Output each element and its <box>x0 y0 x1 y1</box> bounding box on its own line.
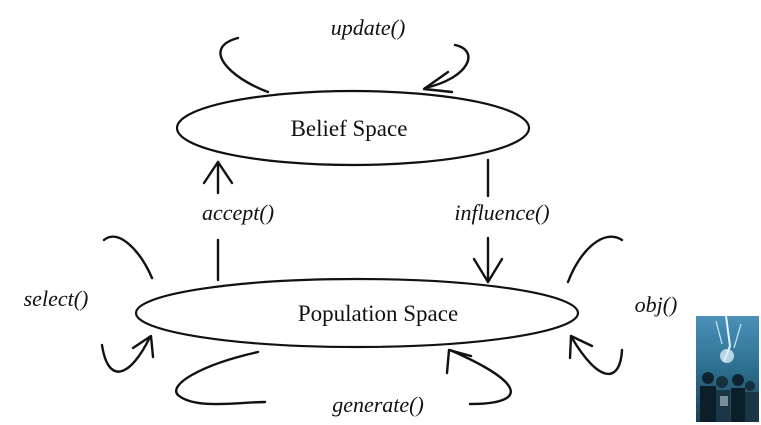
accept-edge: accept() <box>202 160 274 282</box>
update-label: update() <box>331 15 406 40</box>
accept-label: accept() <box>202 200 274 225</box>
belief-space-node: Belief Space <box>175 89 531 167</box>
select-label: select() <box>24 286 89 311</box>
population-space-node: Population Space <box>134 277 580 349</box>
book-cover-thumbnail <box>696 316 759 422</box>
obj-label: obj() <box>635 292 678 317</box>
select-loop: select() <box>24 235 155 373</box>
update-loop: update() <box>219 15 470 94</box>
influence-label: influence() <box>454 200 549 225</box>
influence-edge: influence() <box>454 158 550 284</box>
belief-space-label: Belief Space <box>291 116 408 141</box>
generate-loop: generate() <box>175 348 512 417</box>
obj-loop: obj() <box>566 235 678 376</box>
generate-label: generate() <box>332 392 424 417</box>
population-space-label: Population Space <box>298 301 458 326</box>
